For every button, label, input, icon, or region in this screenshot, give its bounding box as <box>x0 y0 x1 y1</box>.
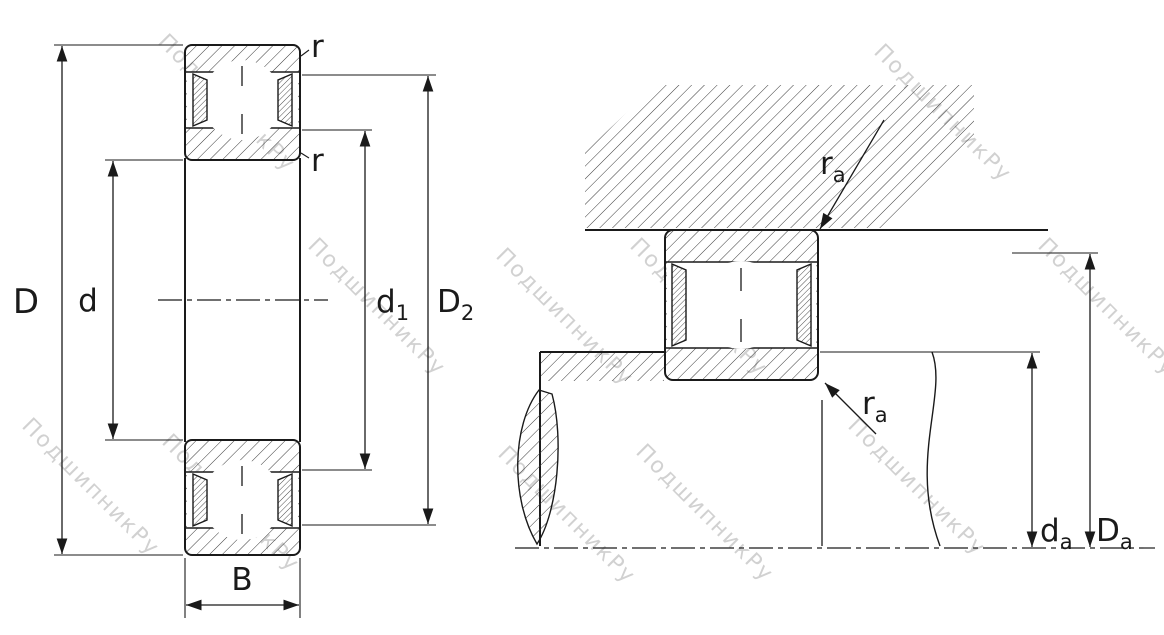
watermark-text: ПодшипникРу <box>631 439 779 587</box>
seal-right <box>277 472 293 528</box>
shaft-break-curve <box>926 351 941 547</box>
label-D: D <box>13 282 39 322</box>
dimension-Da: Da <box>1012 252 1133 554</box>
fillet-ra-top: ra <box>819 119 885 230</box>
label-ra-bottom: ra <box>862 386 888 427</box>
dimension-d1: d1 <box>302 129 409 471</box>
bottom-ring-section <box>184 439 301 556</box>
dimension-B: B <box>184 558 301 618</box>
seal-left <box>192 472 208 528</box>
seal-left <box>192 72 208 128</box>
watermark-text: ПодшипникРу <box>843 413 991 561</box>
cage-pocket <box>733 291 749 319</box>
mounted-bearing-section <box>664 229 819 381</box>
cage-pocket <box>234 86 250 114</box>
label-Da: Da <box>1096 513 1133 554</box>
cage-pocket <box>234 486 250 514</box>
shaft-shoulder-hatch <box>541 352 664 381</box>
seal-right <box>796 262 812 348</box>
watermark-text: ПодшипникРу <box>493 441 641 589</box>
dimension-da: da <box>820 351 1073 554</box>
watermark-text: ПодшипникРу <box>17 413 165 561</box>
label-r-top: r <box>311 29 324 65</box>
shaft-break-section <box>517 389 559 546</box>
label-B: B <box>231 562 252 598</box>
label-d: d <box>78 283 98 319</box>
label-da: da <box>1040 513 1073 554</box>
watermark-text: ПодшипникРу <box>1033 233 1164 381</box>
mounting-view: ra ra da Da <box>515 85 1155 554</box>
top-ring-section <box>184 44 301 161</box>
label-D2: D2 <box>437 284 474 325</box>
label-ra-top: ra <box>820 146 846 187</box>
dimension-d: d <box>78 159 183 441</box>
dimension-D: D <box>13 44 183 556</box>
label-d1: d1 <box>376 284 409 325</box>
chamfer-radius-labels: r r <box>300 29 324 179</box>
housing-hatch <box>585 85 974 228</box>
fillet-ra-bottom: ra <box>824 382 888 435</box>
seal-left <box>671 262 687 348</box>
dimension-D2: D2 <box>302 74 474 526</box>
label-r-mid: r <box>311 143 324 179</box>
front-section-view: D d d1 D2 B <box>13 29 474 618</box>
shaft <box>517 351 941 547</box>
seal-right <box>277 72 293 128</box>
